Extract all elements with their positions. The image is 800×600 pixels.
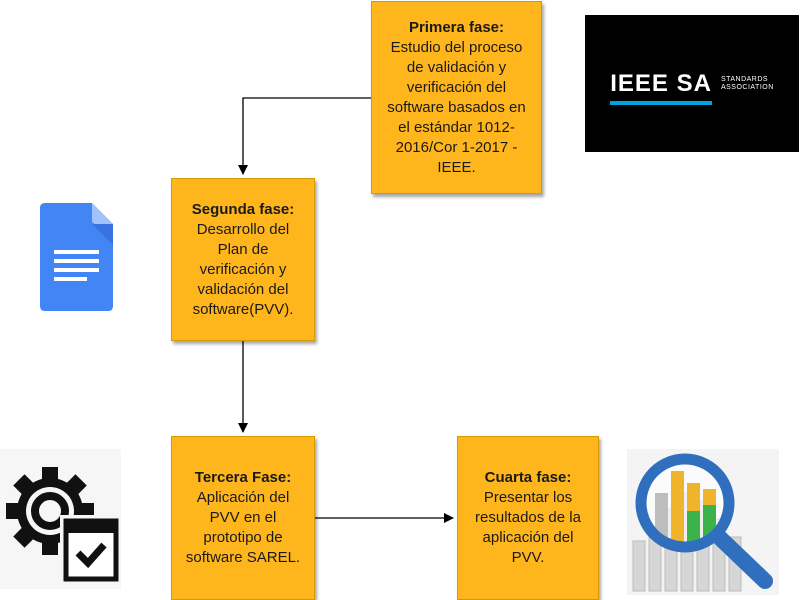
ieee-sa-subtitle: STANDARDS ASSOCIATION bbox=[720, 75, 774, 91]
phase-4-box: Cuarta fase: Presentar los resultados de… bbox=[457, 436, 599, 600]
phase-3-text: Aplicación del PVV en el prototipo de so… bbox=[185, 489, 301, 566]
phase-3-title: Tercera Fase: bbox=[194, 469, 292, 486]
phase-4-text: Presentar los resultados de la aplicació… bbox=[475, 489, 581, 566]
arrow-phase1-to-phase2 bbox=[238, 97, 371, 175]
phase-1-box: Primera fase: Estudio del proceso de val… bbox=[371, 1, 542, 194]
ieee-sa-wordmark: IEEE SA bbox=[610, 70, 712, 105]
phase-3-box: Tercera Fase: Aplicación del PVV en el p… bbox=[171, 436, 315, 600]
phase-2-text: Desarrollo del Plan de verificación y va… bbox=[192, 220, 294, 318]
phase-2-box: Segunda fase: Desarrollo del Plan de ver… bbox=[171, 178, 315, 341]
phase-1-text: Estudio del proceso de validación y veri… bbox=[387, 38, 526, 176]
gear-checklist-icon bbox=[0, 449, 121, 589]
phase-1-title: Primera fase: bbox=[408, 18, 505, 36]
magnifier-chart-icon bbox=[627, 449, 779, 595]
phase-2-title: Segunda fase: bbox=[191, 200, 295, 218]
phase-4-title: Cuarta fase: bbox=[484, 469, 572, 486]
google-docs-icon bbox=[40, 203, 113, 311]
ieee-sa-logo: IEEE SA STANDARDS ASSOCIATION bbox=[585, 15, 799, 152]
